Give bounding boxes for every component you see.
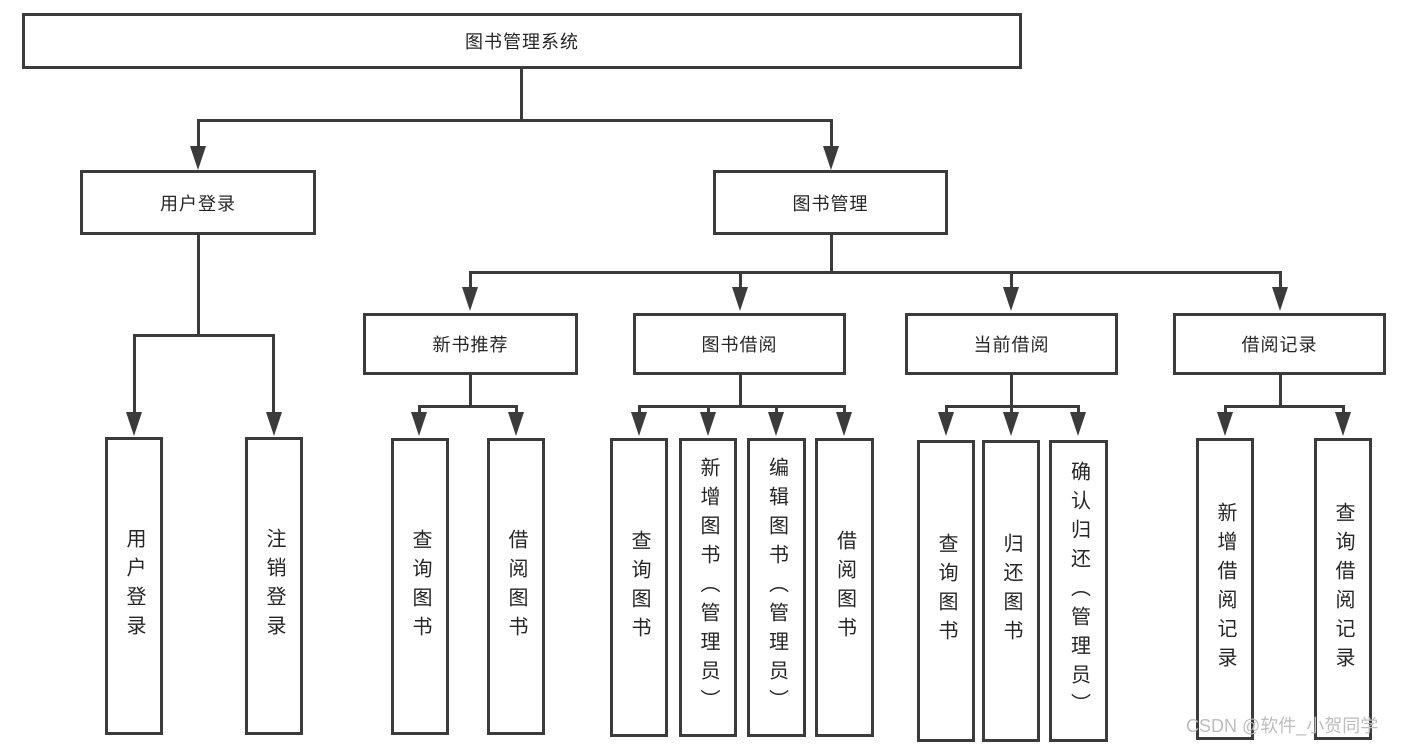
connector-drop-line — [739, 271, 742, 291]
node-label: 图书借阅 — [701, 335, 778, 355]
arrow-down-icon — [411, 412, 427, 436]
connector-bookmgmt-stem — [830, 235, 833, 273]
connector-drop-line — [1342, 405, 1345, 416]
node-borrowing-records: 借阅记录 — [1173, 313, 1386, 375]
node-label: 借阅图书 — [833, 529, 856, 646]
leaf-query-book-borrow: 查询图书 — [610, 438, 668, 737]
connector-drop-line — [707, 405, 710, 416]
connector-drop-line — [133, 334, 136, 414]
arrow-down-icon — [700, 412, 716, 436]
node-label: 新增借阅记录 — [1214, 502, 1236, 676]
connector-current-stem — [1010, 375, 1013, 408]
node-label: 图书管理 — [792, 193, 869, 214]
node-label: 用户登录 — [160, 193, 236, 214]
connector-newrec-rail — [418, 405, 518, 408]
node-current-borrowing: 当前借阅 — [905, 313, 1118, 375]
connector-drop-line — [515, 405, 518, 416]
leaf-add-book-admin: 新增图书（管理员） — [679, 438, 737, 737]
node-label: 新书推荐 — [432, 335, 509, 355]
arrow-down-icon — [1335, 412, 1351, 436]
node-label: 查询图书 — [935, 533, 957, 649]
connector-userlogin-stem — [197, 235, 200, 336]
leaf-query-book-newrec: 查询图书 — [391, 438, 449, 735]
arrow-down-icon — [1217, 412, 1233, 436]
connector-root-stem — [520, 69, 523, 122]
connector-drop-line — [775, 405, 778, 416]
arrow-down-icon — [190, 146, 206, 170]
arrow-down-icon — [631, 412, 647, 436]
leaf-logout: 注销登录 — [245, 437, 303, 735]
arrow-down-icon — [508, 412, 524, 436]
connector-drop-line — [469, 271, 472, 291]
node-label: 查询图书 — [628, 529, 650, 646]
node-book-management: 图书管理 — [713, 170, 948, 235]
csdn-watermark: CSDN @软件_小贺同学 — [1186, 716, 1379, 736]
arrow-down-icon — [768, 412, 784, 436]
leaf-return-book: 归还图书 — [982, 440, 1040, 742]
arrow-down-icon — [1272, 287, 1288, 311]
node-label: 借阅图书 — [505, 528, 527, 645]
node-label: 当前借阅 — [973, 335, 1050, 355]
connector-drop-line — [638, 405, 641, 416]
node-label: 注销登录 — [263, 528, 285, 644]
node-label: 用户登录 — [123, 528, 145, 644]
leaf-user-login: 用户登录 — [105, 437, 163, 735]
connector-drop-line — [1010, 405, 1013, 416]
leaf-edit-book-admin: 编辑图书（管理员） — [747, 438, 806, 737]
arrow-down-icon — [823, 146, 839, 170]
connector-drop-line — [1279, 271, 1282, 291]
connector-drop-line — [1077, 405, 1080, 416]
connector-newrec-stem — [469, 375, 472, 408]
connector-drop-line — [830, 119, 833, 149]
connector-drop-line — [843, 405, 846, 416]
node-label: 图书管理系统 — [465, 32, 579, 52]
node-user-login: 用户登录 — [80, 170, 316, 235]
connector-level3-rail — [469, 271, 1282, 274]
connector-level2-rail — [197, 119, 833, 122]
connector-userlogin-rail — [133, 334, 275, 337]
arrow-down-icon — [732, 287, 748, 311]
node-library-management-system: 图书管理系统 — [22, 13, 1022, 69]
node-label: 查询图书 — [409, 528, 431, 645]
arrow-down-icon — [1003, 412, 1019, 436]
arrow-down-icon — [1070, 412, 1086, 436]
connector-drop-line — [945, 405, 948, 416]
node-label: 新增图书（管理员） — [697, 457, 719, 718]
node-label: 借阅记录 — [1241, 335, 1318, 355]
connector-borrow-stem — [739, 375, 742, 408]
arrow-down-icon — [126, 412, 142, 436]
arrow-down-icon — [462, 287, 478, 311]
node-book-borrowing: 图书借阅 — [633, 313, 846, 375]
connector-drop-line — [1010, 271, 1013, 291]
arrow-down-icon — [1003, 287, 1019, 311]
node-label: 编辑图书（管理员） — [765, 457, 788, 718]
node-label: 确认归还（管理员） — [1067, 460, 1090, 722]
connector-drop-line — [1224, 405, 1227, 416]
leaf-add-borrow-record: 新增借阅记录 — [1196, 438, 1254, 740]
connector-record-stem — [1279, 375, 1282, 408]
node-label: 查询借阅记录 — [1332, 502, 1354, 676]
arrow-down-icon — [266, 412, 282, 436]
leaf-borrow-book: 借阅图书 — [815, 438, 874, 737]
leaf-borrow-book-newrec: 借阅图书 — [487, 438, 545, 735]
leaf-query-book-current: 查询图书 — [917, 440, 975, 742]
arrow-down-icon — [836, 412, 852, 436]
connector-borrow-rail — [638, 405, 846, 408]
connector-drop-line — [272, 334, 275, 414]
connector-drop-line — [197, 119, 200, 149]
node-label: 归还图书 — [1000, 533, 1022, 649]
connector-record-rail — [1224, 405, 1345, 408]
leaf-confirm-return-admin: 确认归还（管理员） — [1049, 440, 1108, 742]
connector-drop-line — [418, 405, 421, 416]
leaf-query-borrow-record: 查询借阅记录 — [1314, 438, 1372, 740]
node-new-book-recommend: 新书推荐 — [363, 313, 578, 375]
arrow-down-icon — [938, 412, 954, 436]
